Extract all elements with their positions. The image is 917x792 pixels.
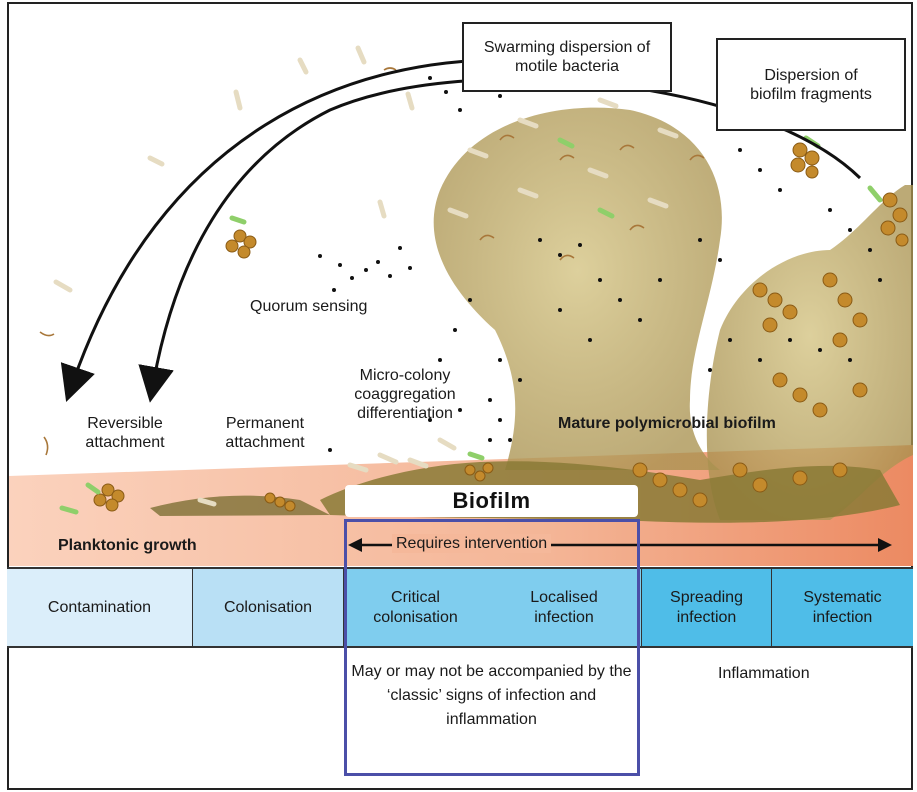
quorum-sensing-label: Quorum sensing <box>250 297 367 316</box>
inflammation-label: Inflammation <box>718 664 810 683</box>
permanent-attachment-label: Permanent attachment <box>200 414 330 452</box>
microcolony-text: Micro-colony coaggregation differentiati… <box>354 367 455 422</box>
reversible-attachment-text: Reversible attachment <box>85 415 164 451</box>
intervention-note: May or may not be accompanied by the ‘cl… <box>350 660 633 732</box>
fragments-text: Dispersion of biofilm fragments <box>740 66 882 104</box>
stage-colonisation: Colonisation <box>193 569 344 646</box>
biofilm-title: Biofilm <box>345 485 638 517</box>
stage-contamination: Contamination <box>7 569 193 646</box>
stage-spreading-infection: Spreading infection <box>642 569 772 646</box>
microcolony-label: Micro-colony coaggregation differentiati… <box>340 366 470 423</box>
stage-label: Colonisation <box>224 598 312 618</box>
swarming-text: Swarming dispersion of motile bacteria <box>478 38 656 76</box>
reversible-attachment-label: Reversible attachment <box>60 414 190 452</box>
stage-systematic-infection: Systematic infection <box>772 569 913 646</box>
fragments-callout: Dispersion of biofilm fragments <box>716 38 906 131</box>
planktonic-growth-label: Planktonic growth <box>58 536 197 555</box>
permanent-attachment-text: Permanent attachment <box>225 415 304 451</box>
mature-biofilm-label: Mature polymicrobial biofilm <box>558 414 776 433</box>
intervention-box <box>344 519 640 776</box>
swarming-callout: Swarming dispersion of motile bacteria <box>462 22 672 92</box>
stage-label: Spreading infection <box>652 588 761 628</box>
stage-label: Systematic infection <box>782 588 903 628</box>
stage-label: Contamination <box>48 598 151 618</box>
